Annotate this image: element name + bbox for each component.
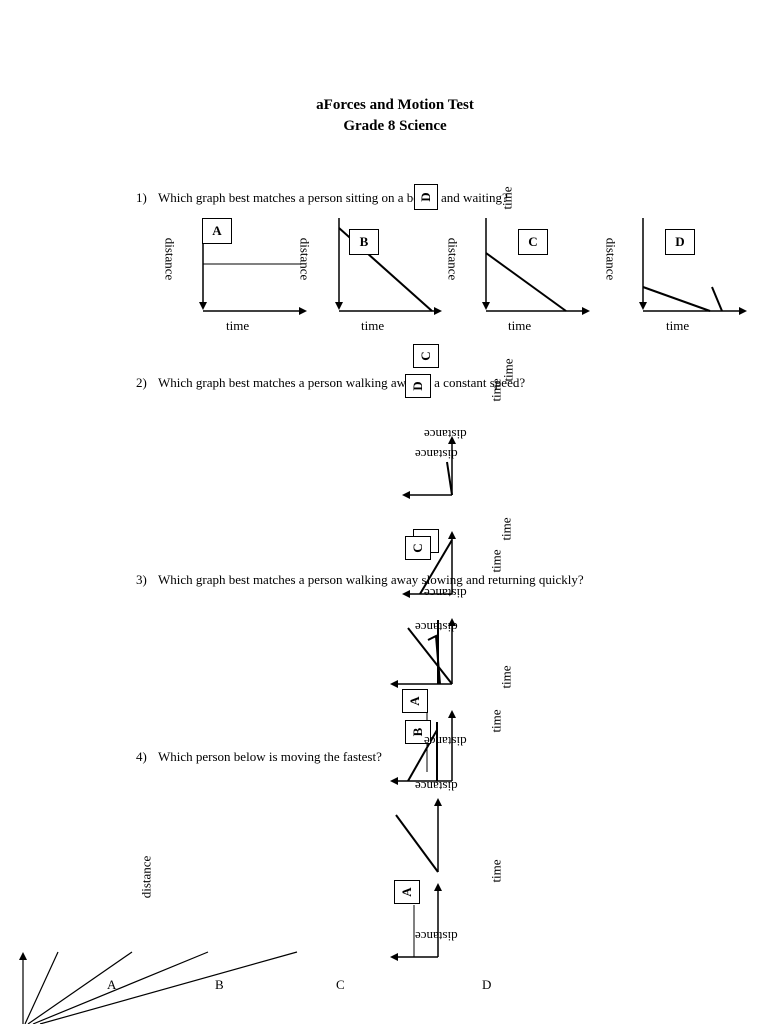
collapsed-graph-6 <box>390 883 442 961</box>
stray-time-label-3: time <box>488 378 504 402</box>
stray-letter-c-1: C <box>413 344 439 368</box>
q1-graph-b-letter: B <box>349 229 379 255</box>
q4-distance-label: distance <box>138 855 154 899</box>
q1-c-distance-label: distance <box>445 237 461 281</box>
collapsed-graph-1 <box>402 436 456 499</box>
stray-letter-d-1: D <box>414 184 438 210</box>
question-2-text: Which graph best matches a person walkin… <box>158 375 526 390</box>
test-subtitle: Grade 8 Science <box>343 118 447 134</box>
question-3: 3) Which graph best matches a person walk… <box>136 572 584 588</box>
q1-graph-d-letter: D <box>665 229 695 255</box>
question-3-number: 3) <box>136 572 147 587</box>
question-4: 4) Which person below is moving the faste… <box>136 749 382 765</box>
question-1-number: 1) <box>136 190 147 205</box>
collapsed-distance-label-2: distance <box>415 447 458 462</box>
collapsed-distance-label-6: distance <box>415 779 458 794</box>
stray-time-label-5: time <box>488 549 504 573</box>
q1-graph-d <box>639 218 747 315</box>
stray-letter-d-2: D <box>405 374 431 398</box>
collapsed-graph-5 <box>395 798 442 873</box>
q1-b-time-label: time <box>361 318 385 333</box>
stray-time-label-1: time <box>499 186 515 210</box>
question-2: 2) Which graph best matches a person walk… <box>136 375 525 391</box>
collapsed-distance-label-4: distance <box>415 620 458 635</box>
collapsed-graph-2 <box>402 531 456 598</box>
stray-letter-c-3: C <box>405 536 431 560</box>
stray-time-label-6: time <box>498 665 514 689</box>
question-4-number: 4) <box>136 749 147 764</box>
q4-person-a-label: A <box>107 977 117 992</box>
stray-time-label-2: time <box>500 358 516 382</box>
q4-person-c-label: C <box>336 977 345 992</box>
q1-a-time-label: time <box>226 318 250 333</box>
q4-person-d-label: D <box>482 977 492 992</box>
stray-time-label-8: time <box>488 859 504 883</box>
q1-c-time-label: time <box>508 318 532 333</box>
q4-person-b-label: B <box>215 977 224 992</box>
q1-d-time-label: time <box>666 318 690 333</box>
collapsed-distance-label-3: distance <box>424 586 467 601</box>
collapsed-distance-label-7: distance <box>415 929 458 944</box>
test-title: aForces and Motion Test <box>316 97 474 113</box>
collapsed-distance-label-5: distance <box>424 734 467 749</box>
q1-a-distance-label: distance <box>162 237 178 281</box>
q1-graph-a-letter: A <box>202 218 232 244</box>
stray-time-label-7: time <box>488 709 504 733</box>
collapsed-distance-label-1: distance <box>424 427 467 442</box>
q1-b-distance-label: distance <box>297 237 313 281</box>
question-3-text: Which graph best matches a person walkin… <box>158 572 584 587</box>
question-4-text: Which person below is moving the fastest… <box>158 749 382 764</box>
q1-graph-c <box>482 218 590 315</box>
q4-speed-graph <box>19 951 298 1024</box>
q1-graph-c-letter: C <box>518 229 548 255</box>
collapsed-graph-3 <box>390 618 456 688</box>
stray-letter-a-1: A <box>402 689 428 713</box>
stray-time-label-4: time <box>498 517 514 541</box>
q1-d-distance-label: distance <box>603 237 619 281</box>
stray-letter-a-2: A <box>394 880 420 904</box>
question-2-number: 2) <box>136 375 147 390</box>
